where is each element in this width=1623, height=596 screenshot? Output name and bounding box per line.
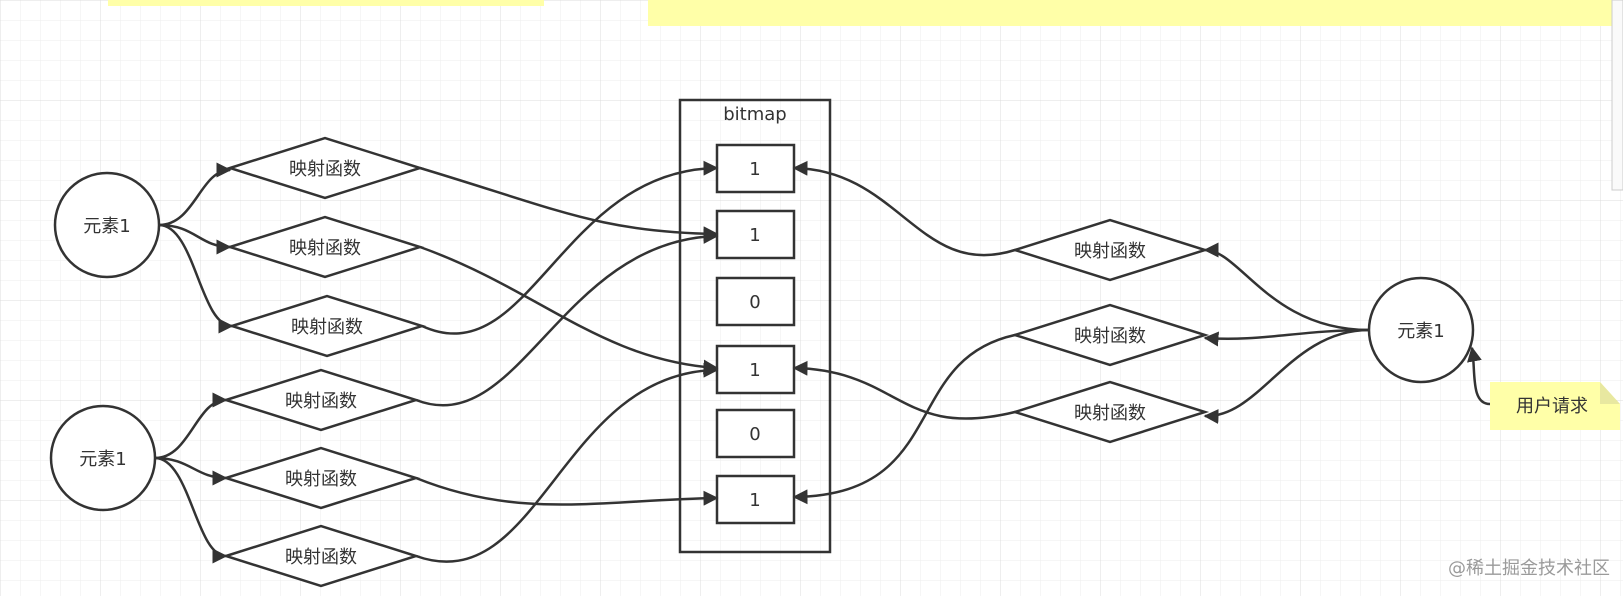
- edge-lb3-to-cell4: [415, 362, 719, 563]
- edge-lt2-to-cell4: [419, 245, 719, 375]
- watermark-text: @稀土掘金技术社区: [1448, 558, 1610, 579]
- bitmap-cell-value: 0: [749, 424, 760, 445]
- svg-text:映射函数: 映射函数: [1074, 241, 1146, 262]
- mapping-function-lt3[interactable]: 映射函数: [227, 294, 427, 358]
- scrollbar-edge[interactable]: [1611, 0, 1623, 191]
- edge-lt-to-lt3: [158, 223, 234, 334]
- svg-text:元素1: 元素1: [79, 449, 126, 470]
- edge-r-to-r1: [1203, 242, 1370, 332]
- svg-text:映射函数: 映射函数: [285, 391, 357, 412]
- connectors-element-to-function: [154, 162, 1491, 564]
- element-circle-left-bottom[interactable]: 元素1: [49, 404, 157, 512]
- svg-text:映射函数: 映射函数: [285, 547, 357, 568]
- edge-r2-to-cell6: [792, 333, 1016, 505]
- svg-text:映射函数: 映射函数: [289, 238, 361, 259]
- edge-r3-to-cell4: [792, 360, 1016, 420]
- bitmap-cell-3[interactable]: 0: [715, 276, 796, 327]
- edge-lb1-to-cell2: [415, 228, 719, 407]
- bitmap-cell-2[interactable]: 1: [715, 209, 796, 260]
- svg-text:映射函数: 映射函数: [1074, 326, 1146, 347]
- edge-lb-to-lb2: [154, 456, 228, 486]
- edge-lb-to-lb1: [154, 392, 228, 460]
- bitmap-cell-5[interactable]: 0: [715, 408, 796, 459]
- edge-lb2-to-cell6: [415, 476, 719, 506]
- top-note-right: [648, 0, 1623, 26]
- bitmap-cell-6[interactable]: 1: [715, 474, 796, 525]
- svg-text:映射函数: 映射函数: [1074, 403, 1146, 424]
- edge-r1-to-cell1: [792, 160, 1016, 257]
- mapping-function-r2[interactable]: 映射函数: [1010, 303, 1210, 367]
- mapping-function-lt1[interactable]: 映射函数: [225, 136, 425, 200]
- element-circle-left-top[interactable]: 元素1: [53, 171, 161, 279]
- edge-r-to-r3: [1203, 328, 1370, 424]
- mapping-function-r1[interactable]: 映射函数: [1010, 218, 1210, 282]
- edge-lt-to-lt2: [158, 223, 232, 255]
- bitmap-title: bitmap: [723, 104, 786, 125]
- svg-text:元素1: 元素1: [1397, 321, 1444, 342]
- bitmap-cell-1[interactable]: 1: [715, 143, 796, 194]
- user-request-note[interactable]: 用户请求: [1490, 382, 1620, 430]
- edge-note-to-element: [1467, 346, 1491, 406]
- element-circle-right[interactable]: 元素1: [1367, 276, 1475, 384]
- edge-r-to-r2: [1203, 328, 1370, 347]
- svg-text:映射函数: 映射函数: [285, 469, 357, 490]
- svg-text:元素1: 元素1: [83, 216, 130, 237]
- bitmap-container: bitmap: [678, 98, 832, 554]
- bitmap-cell-value: 1: [749, 225, 760, 246]
- bitmap-cell-value: 0: [749, 292, 760, 313]
- svg-text:映射函数: 映射函数: [289, 159, 361, 180]
- svg-text:映射函数: 映射函数: [291, 317, 363, 338]
- top-note-left: [108, 0, 544, 6]
- edge-lt3-to-cell1: [421, 160, 719, 335]
- bitmap-cell-4[interactable]: 1: [715, 344, 796, 395]
- user-request-label: 用户请求: [1516, 396, 1588, 417]
- edge-lb-to-lb3: [154, 456, 228, 564]
- connectors-function-to-bitmap: [415, 160, 1016, 563]
- edge-lt-to-lt1: [158, 162, 232, 227]
- bitmap-cell-value: 1: [749, 159, 760, 180]
- edge-lt1-to-cell2: [419, 166, 719, 242]
- bitmap-cell-value: 1: [749, 490, 760, 511]
- bitmap-cell-value: 1: [749, 360, 760, 381]
